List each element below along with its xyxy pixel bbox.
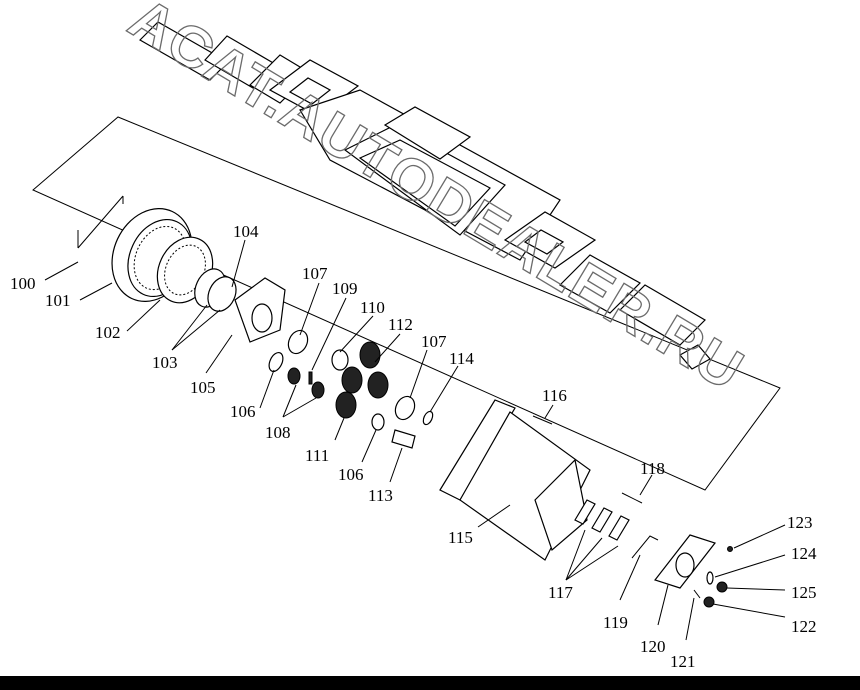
part-112-planet-gears: [335, 341, 389, 419]
label-114: 114: [449, 349, 474, 368]
label-102: 102: [95, 323, 121, 342]
label-100: 100: [10, 274, 36, 293]
part-121-screw: [693, 589, 701, 599]
part-124-washer: [706, 571, 714, 585]
label-110: 110: [360, 298, 385, 317]
axle-right-shaft: [619, 284, 706, 346]
part-labels: 100 101 102 103 104 105 106 107 108 109 …: [10, 222, 817, 671]
label-106: 106: [230, 402, 256, 421]
label-115: 115: [448, 528, 473, 547]
label-117: 117: [548, 583, 573, 602]
label-122: 122: [791, 617, 817, 636]
part-114-washer: [422, 410, 434, 426]
leader-lines: [44, 239, 786, 641]
label-106-second: 106: [338, 465, 364, 484]
part-105-planet-carrier: [234, 277, 286, 343]
part-104-ring: [207, 276, 237, 312]
part-119-clip: [631, 535, 659, 559]
label-112: 112: [388, 315, 413, 334]
label-121: 121: [670, 652, 696, 671]
label-119: 119: [603, 613, 628, 632]
part-108-needle-bearings: [287, 367, 325, 399]
part-106-washer: [268, 351, 284, 373]
part-125-nut: [716, 581, 728, 593]
bottom-border: [0, 676, 860, 690]
part-110-snap-ring: [331, 349, 349, 371]
part-122-nut: [703, 596, 715, 608]
explode-plane: [32, 116, 781, 491]
label-113: 113: [368, 486, 393, 505]
part-100-circlip: [77, 195, 124, 249]
part-117-seals: [574, 499, 630, 541]
part-115-hub-housing: [439, 399, 591, 561]
part-106-washer-2: [371, 413, 385, 431]
label-118: 118: [640, 459, 665, 478]
axle-housing: [139, 21, 711, 370]
label-109: 109: [332, 279, 358, 298]
label-105: 105: [190, 378, 216, 397]
label-103: 103: [152, 353, 178, 372]
label-124: 124: [791, 544, 817, 563]
label-108: 108: [265, 423, 291, 442]
part-113-shaft: [391, 429, 416, 449]
part-109-pin: [308, 371, 313, 385]
axle-top-cover: [383, 106, 472, 160]
part-107-thrust-washer-2: [394, 395, 416, 421]
axle-right-tube: [559, 254, 641, 314]
part-107-thrust-washer: [287, 329, 309, 355]
label-120: 120: [640, 637, 666, 656]
label-107: 107: [302, 264, 328, 283]
part-111-sun-gear: [335, 391, 357, 419]
label-123: 123: [787, 513, 813, 532]
label-111: 111: [305, 446, 329, 465]
part-116-bolt: [532, 415, 553, 425]
label-107-second: 107: [421, 332, 447, 351]
part-120-hub-cap: [653, 534, 717, 589]
label-125: 125: [791, 583, 817, 602]
label-104: 104: [233, 222, 259, 241]
part-123-bolt: [727, 546, 733, 552]
label-116: 116: [542, 386, 567, 405]
label-101: 101: [45, 291, 71, 310]
part-118-pin: [621, 492, 643, 504]
